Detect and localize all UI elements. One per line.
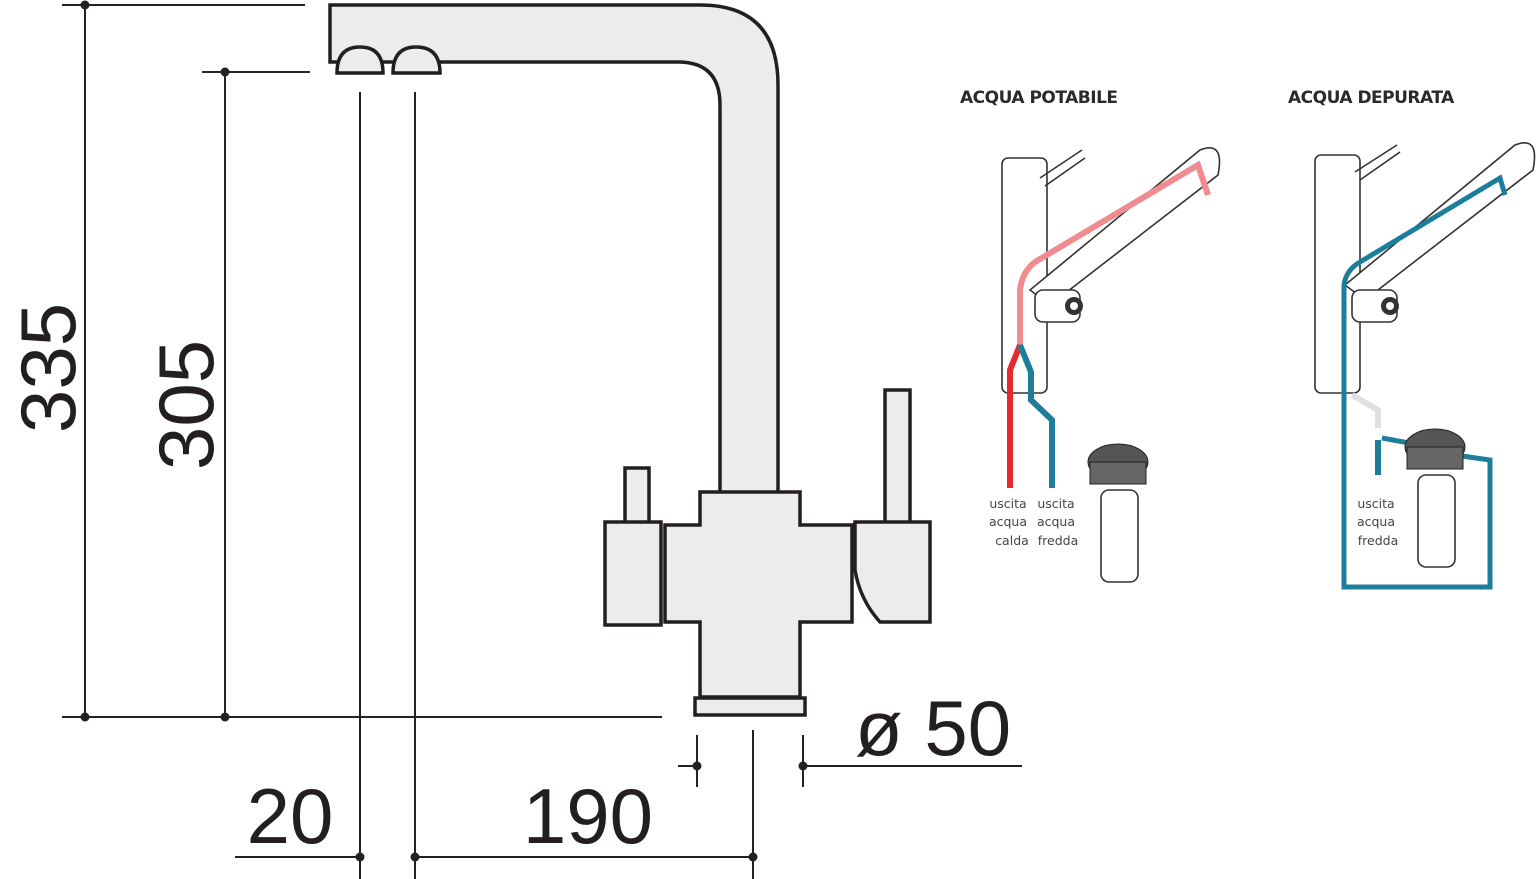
label-cold-outlet: uscita acqua fredda — [1357, 496, 1399, 548]
kitchen-faucet-sketch — [1001, 147, 1221, 394]
water-filter-cartridge — [1087, 443, 1149, 583]
panel-title: ACQUA POTABILE — [960, 88, 1118, 108]
dimension-20: 20 — [247, 772, 334, 860]
kitchen-faucet-sketch — [1314, 142, 1536, 394]
faucet-side-view — [328, 3, 932, 717]
dimension-190: 190 — [523, 772, 653, 860]
dimension-lines — [62, 0, 1022, 879]
panel-acqua-potabile: ACQUA POTABILE uscita acqua calda uscita… — [960, 88, 1221, 583]
label-hot-outlet: uscita acqua calda — [989, 496, 1031, 548]
panel-acqua-depurata: ACQUA DEPURATA uscita acqua fredda — [1288, 88, 1536, 590]
dimension-diameter-50: ø 50 — [855, 684, 1011, 772]
dimension-335: 335 — [4, 303, 92, 433]
water-filter-cartridge — [1404, 428, 1466, 568]
panel-title: ACQUA DEPURATA — [1288, 88, 1455, 108]
label-cold-outlet: uscita acqua fredda — [1037, 496, 1079, 548]
dimension-305: 305 — [142, 340, 230, 470]
